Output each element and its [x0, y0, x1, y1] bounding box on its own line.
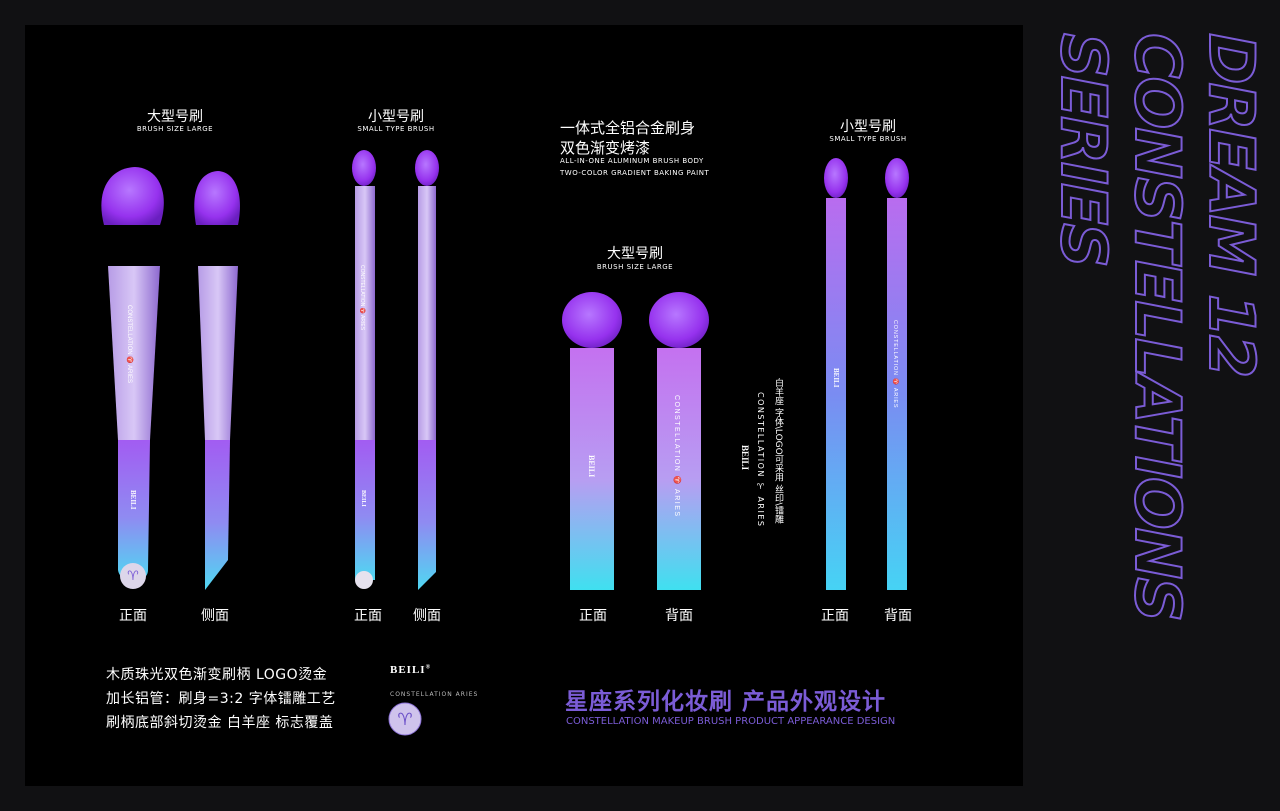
notes-line-1: 木质珠光双色渐变刷柄 LOGO烫金 — [106, 667, 328, 683]
group1-subtitle: BRUSH SIZE LARGE — [136, 125, 214, 133]
group2-subtitle: SMALL TYPE BRUSH — [357, 125, 435, 133]
tube-front-brand: BEILI — [832, 368, 840, 388]
view-label-side: 侧面 — [413, 608, 441, 624]
tube-brush-back: CONSTELLATION ♈ ARIES — [885, 158, 909, 590]
design-title: 星座系列化妆刷 产品外观设计 — [565, 689, 887, 715]
group4-subtitle: SMALL TYPE BRUSH — [829, 135, 907, 143]
notes-line-2: 加长铝管：刷身=3:2 字体镭雕工艺 — [106, 691, 336, 707]
aluminum-back-engraving: CONSTELLATION ♈ ARIES — [673, 395, 682, 518]
brand-logo-mark: ® — [425, 664, 432, 671]
group2-title: 小型号刷 — [368, 109, 424, 125]
view-label-front: 正面 — [821, 608, 849, 624]
series-title-line-2: CONSTELLATIONS — [1121, 33, 1194, 620]
group4-title: 小型号刷 — [840, 119, 896, 135]
svg-text:♈: ♈ — [397, 710, 412, 730]
view-label-side: 侧面 — [201, 608, 229, 624]
tube-brush-front: BEILI — [824, 158, 848, 590]
view-label-front: 正面 — [119, 608, 147, 624]
series-title-line-1: DREAM 12 — [1195, 33, 1268, 376]
product-panel — [25, 25, 1023, 786]
group1-title: 大型号刷 — [147, 109, 203, 125]
small-front-engraving: CONSTELLATION ♈ ARIES — [359, 265, 366, 331]
design-subtitle: CONSTELLATION MAKEUP BRUSH PRODUCT APPEA… — [566, 716, 896, 727]
aluminum-title-2: 双色渐变烤漆 — [560, 139, 651, 157]
tube-back-engraving: CONSTELLATION ♈ ARIES — [892, 320, 899, 408]
large-front-engraving: CONSTELLATION ♈ ARIES — [126, 305, 134, 383]
large-front-brand: BEILI — [129, 490, 137, 510]
brand-logo: BEILI® — [390, 664, 431, 676]
group3-subtitle: BRUSH SIZE LARGE — [596, 263, 674, 271]
series-title: DREAM 12 CONSTELLATIONS SERIES — [1046, 32, 1269, 621]
small-brush-front: CONSTELLATION ♈ ARIES BEILI — [352, 150, 376, 589]
small-brush-side — [415, 150, 439, 590]
small-front-brand: BEILI — [360, 490, 366, 507]
view-label-front: 正面 — [354, 608, 382, 624]
aries-emblem: ♈ — [388, 702, 422, 736]
large-brush-side — [194, 171, 240, 590]
notes-line-3: 刷柄底部斜切烫金 白羊座 标志覆盖 — [106, 715, 334, 731]
series-title-line-3: SERIES — [1047, 33, 1120, 266]
svg-text:♈: ♈ — [127, 569, 139, 584]
brand-logo-sub: CONSTELLATION ARIES — [390, 691, 479, 698]
brand-logo-text: BEILI — [390, 664, 426, 676]
vertical-note-zh: 白羊座 字体\LOGO可采用 丝印\镭雕 — [773, 378, 783, 524]
aluminum-subtitle-2: TWO-COLOR GRADIENT BAKING PAINT — [560, 169, 710, 177]
vertical-note-brand: BEILI — [740, 445, 750, 471]
view-label-back: 背面 — [665, 608, 693, 624]
group3-title: 大型号刷 — [607, 246, 663, 262]
aluminum-subtitle-1: ALL-IN-ONE ALUMINUM BRUSH BODY — [560, 157, 704, 165]
aluminum-brush-front: BEILI — [562, 292, 622, 590]
vertical-note-en: CONSTELLATION ♈ ARIES — [756, 392, 765, 528]
view-label-back: 背面 — [884, 608, 912, 624]
aluminum-title-1: 一体式全铝合金刷身 — [560, 119, 696, 137]
large-brush-front: ♈ CONSTELLATION ♈ ARIES BEILI — [101, 167, 164, 589]
aluminum-front-brand: BEILI — [587, 455, 596, 477]
view-label-front: 正面 — [579, 608, 607, 624]
aluminum-brush-back: CONSTELLATION ♈ ARIES — [649, 292, 709, 590]
